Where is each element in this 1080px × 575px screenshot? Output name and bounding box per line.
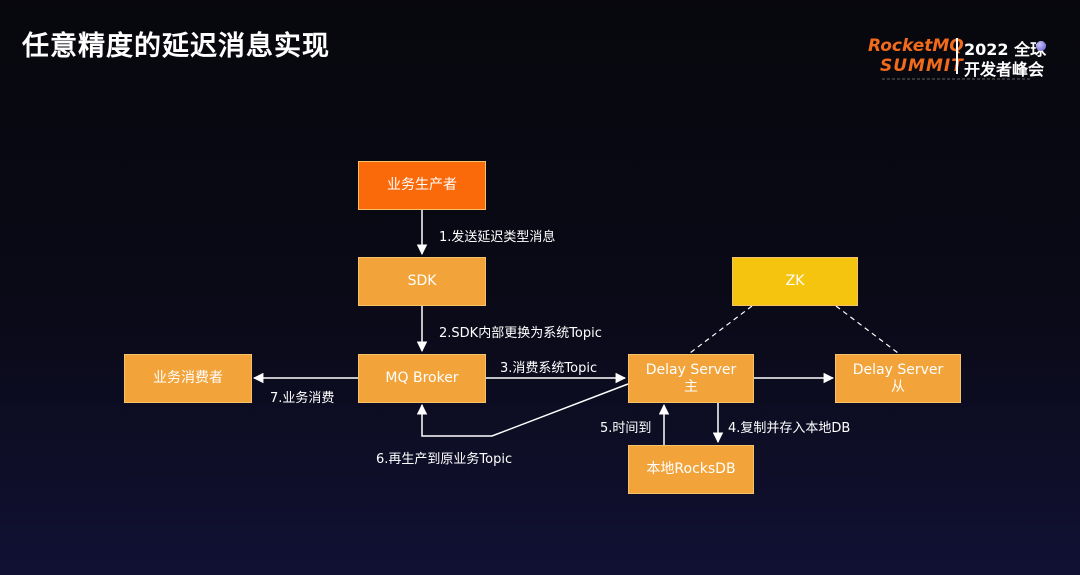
- node-broker: MQ Broker: [358, 354, 486, 403]
- node-delay-master-label: Delay Server 主: [645, 361, 737, 395]
- edge-label-2: 2.SDK内部更换为系统Topic: [439, 326, 602, 341]
- edge-label-6: 6.再生产到原业务Topic: [376, 452, 513, 467]
- node-rocksdb: 本地RocksDB: [628, 445, 754, 494]
- edge-label-3: 3.消费系统Topic: [500, 361, 598, 376]
- node-zk: ZK: [732, 257, 858, 306]
- edge-label-7: 7.业务消费: [270, 391, 335, 406]
- node-sdk-label: SDK: [407, 273, 437, 289]
- node-delay-slave-label: Delay Server 从: [852, 361, 944, 395]
- logo-brand-line1: RocketMQ: [868, 36, 964, 56]
- logo-year: 2022 全球: [964, 40, 1047, 59]
- logo-event: 开发者峰会: [964, 60, 1045, 79]
- edge-label-1: 1.发送延迟类型消息: [439, 230, 556, 245]
- edge-delay-master-broker: [416, 383, 629, 437]
- summit-logo: RocketMQ SUMMIT 2022 全球 开发者峰会: [868, 36, 1058, 86]
- node-consumer-label: 业务消费者: [153, 370, 223, 386]
- edge-label-4: 4.复制并存入本地DB: [728, 421, 851, 436]
- logo-divider: [956, 38, 958, 74]
- node-broker-label: MQ Broker: [385, 370, 459, 386]
- node-producer: 业务生产者: [358, 161, 486, 210]
- node-delay-slave: Delay Server 从: [835, 354, 961, 403]
- node-delay-master: Delay Server 主: [628, 354, 754, 403]
- planet-icon: [1036, 41, 1046, 51]
- node-consumer: 业务消费者: [124, 354, 252, 403]
- edge-zk-delay-master: [689, 305, 753, 354]
- node-producer-label: 业务生产者: [387, 177, 457, 193]
- node-sdk: SDK: [358, 257, 486, 306]
- edge-zk-delay-slave: [835, 305, 899, 354]
- logo-underline: [882, 78, 1032, 80]
- slide-title: 任意精度的延迟消息实现: [22, 31, 330, 62]
- edge-label-5: 5.时间到: [600, 421, 652, 436]
- node-rocksdb-label: 本地RocksDB: [646, 461, 736, 477]
- node-zk-label: ZK: [785, 273, 805, 289]
- logo-brand-line2: SUMMIT: [880, 56, 964, 76]
